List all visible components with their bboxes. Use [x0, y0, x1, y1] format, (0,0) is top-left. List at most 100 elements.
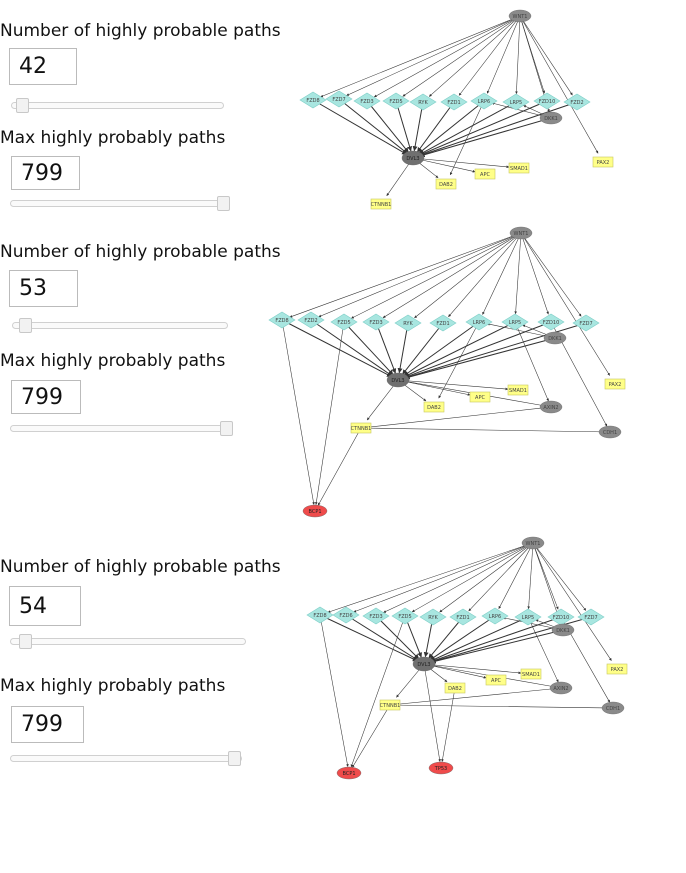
node-lrp5[interactable]: LRP5 — [501, 313, 529, 331]
node-wnt1[interactable]: WNT1 — [508, 9, 532, 23]
node-cdh1[interactable]: CDH1 — [598, 425, 622, 439]
node-shape-dab2 — [444, 682, 466, 694]
edge-wnt1-fzd1 — [458, 15, 521, 96]
node-dvl3[interactable]: DVL3 — [386, 372, 410, 388]
node-pax2[interactable]: PAX2 — [592, 156, 614, 168]
node-apc[interactable]: APC — [469, 391, 491, 403]
count-input-1[interactable]: 42 — [9, 48, 77, 85]
node-fzd7[interactable]: FZD7 — [325, 90, 353, 108]
count-slider-2[interactable] — [12, 318, 228, 333]
node-fzd8[interactable]: FZD8 — [306, 606, 334, 624]
node-fzd5[interactable]: FZD5 — [330, 313, 358, 331]
max-input-2[interactable]: 799 — [11, 380, 81, 414]
node-label-dkk1: DKK1 — [544, 116, 558, 122]
node-fzd1[interactable]: FZD1 — [440, 93, 468, 111]
node-fzd1[interactable]: FZD1 — [429, 314, 457, 332]
count-input-2[interactable]: 53 — [9, 270, 78, 307]
node-dkk1[interactable]: DKK1 — [543, 331, 567, 345]
node-ryk[interactable]: RYK — [409, 93, 437, 111]
node-lrp6[interactable]: LRP6 — [481, 607, 509, 625]
node-lrp6[interactable]: LRP6 — [470, 92, 498, 110]
max-input-3[interactable]: 799 — [11, 706, 84, 743]
count-slider-1[interactable] — [11, 98, 224, 113]
node-dkk1[interactable]: DKK1 — [551, 623, 575, 637]
node-apc[interactable]: APC — [474, 168, 496, 180]
edge-dkk1-lrp6 — [486, 322, 556, 339]
node-fzd7[interactable]: FZD7 — [572, 314, 600, 332]
node-pax2[interactable]: PAX2 — [606, 663, 628, 675]
node-dab2[interactable]: DAB2 — [435, 178, 457, 190]
node-fzd8[interactable]: FZD8 — [268, 311, 296, 329]
node-label-bcp1: BCP1 — [342, 771, 355, 777]
count-input-3[interactable]: 54 — [9, 586, 81, 626]
node-axin2[interactable]: AXIN2 — [549, 681, 573, 695]
count-slider-thumb-1[interactable] — [16, 98, 29, 113]
node-apc[interactable]: APC — [485, 674, 507, 686]
edge-wnt1-fzd3 — [383, 542, 534, 613]
node-fzd8[interactable]: FZD8 — [299, 91, 327, 109]
node-fzd7[interactable]: FZD7 — [577, 608, 605, 626]
node-fzd3[interactable]: FZD3 — [362, 607, 390, 625]
node-dvl3[interactable]: DVL3 — [401, 150, 425, 166]
node-lrp5[interactable]: LRP5 — [514, 608, 542, 626]
node-label-smad1: SMAD1 — [510, 166, 528, 172]
node-fzd5[interactable]: FZD5 — [382, 92, 410, 110]
node-fzd1[interactable]: FZD1 — [449, 608, 477, 626]
node-fzd10[interactable]: FZD10 — [547, 608, 575, 626]
max-slider-1[interactable] — [10, 196, 230, 211]
count-slider-thumb-3[interactable] — [19, 634, 32, 649]
node-ryk[interactable]: RYK — [419, 608, 447, 626]
node-pax2[interactable]: PAX2 — [604, 378, 626, 390]
node-fzd5[interactable]: FZD5 — [391, 607, 419, 625]
node-cdh1[interactable]: CDH1 — [601, 701, 625, 715]
node-dvl3[interactable]: DVL3 — [412, 656, 436, 672]
node-shape-dab2 — [423, 401, 445, 413]
node-fzd3[interactable]: FZD3 — [362, 313, 390, 331]
node-wnt1[interactable]: WNT1 — [509, 226, 533, 240]
edge-wnt1-pax2 — [532, 542, 612, 661]
node-shape-axin2 — [539, 400, 563, 414]
node-label-fzd7: FZD7 — [584, 615, 597, 621]
max-input-1[interactable]: 799 — [11, 156, 80, 190]
max-slider-thumb-1[interactable] — [217, 196, 230, 211]
max-slider-thumb-2[interactable] — [220, 421, 233, 436]
node-smad1[interactable]: SMAD1 — [508, 162, 530, 174]
node-label-fzd10: FZD10 — [553, 615, 570, 621]
max-slider-2[interactable] — [10, 421, 233, 436]
node-bcp1[interactable]: BCP1 — [336, 766, 362, 780]
max-slider-thumb-3[interactable] — [228, 751, 241, 766]
node-ryk[interactable]: RYK — [394, 314, 422, 332]
node-lrp5[interactable]: LRP5 — [502, 93, 530, 111]
node-fzd10[interactable]: FZD10 — [533, 92, 561, 110]
edge-wnt1-lrp6 — [482, 232, 522, 315]
edge-ctnnb1-axin2 — [360, 406, 545, 429]
node-shape-lrp5 — [514, 608, 542, 626]
node-shape-fzd3 — [362, 313, 390, 331]
count-slider-thumb-2[interactable] — [19, 318, 32, 333]
node-fzd2[interactable]: FZD2 — [563, 93, 591, 111]
node-shape-fzd3 — [353, 92, 381, 110]
count-slider-3[interactable] — [10, 634, 246, 649]
node-wnt1[interactable]: WNT1 — [521, 536, 545, 550]
max-slider-3[interactable] — [10, 751, 242, 766]
node-bcp1[interactable]: BCP1 — [302, 504, 328, 518]
node-fzd10[interactable]: FZD10 — [537, 313, 565, 331]
node-shape-fzd6 — [332, 606, 360, 624]
node-smad1[interactable]: SMAD1 — [507, 384, 529, 396]
node-shape-fzd5 — [391, 607, 419, 625]
node-axin2[interactable]: AXIN2 — [539, 400, 563, 414]
node-ctnnb1[interactable]: CTNNB1 — [380, 699, 401, 711]
node-lrp6[interactable]: LRP6 — [465, 313, 493, 331]
node-dab2[interactable]: DAB2 — [444, 682, 466, 694]
node-ctnnb1[interactable]: CTNNB1 — [371, 198, 392, 210]
node-dkk1[interactable]: DKK1 — [539, 111, 563, 125]
node-fzd3[interactable]: FZD3 — [353, 92, 381, 110]
node-fzd2[interactable]: FZD2 — [297, 311, 325, 329]
node-fzd6[interactable]: FZD6 — [332, 606, 360, 624]
node-ctnnb1[interactable]: CTNNB1 — [351, 422, 372, 434]
max-label-1: Max highly probably paths — [0, 128, 226, 148]
node-smad1[interactable]: SMAD1 — [520, 668, 542, 680]
edge-fzd3-dvl3 — [375, 321, 397, 374]
node-dab2[interactable]: DAB2 — [423, 401, 445, 413]
node-tp53[interactable]: TP53 — [428, 761, 454, 775]
